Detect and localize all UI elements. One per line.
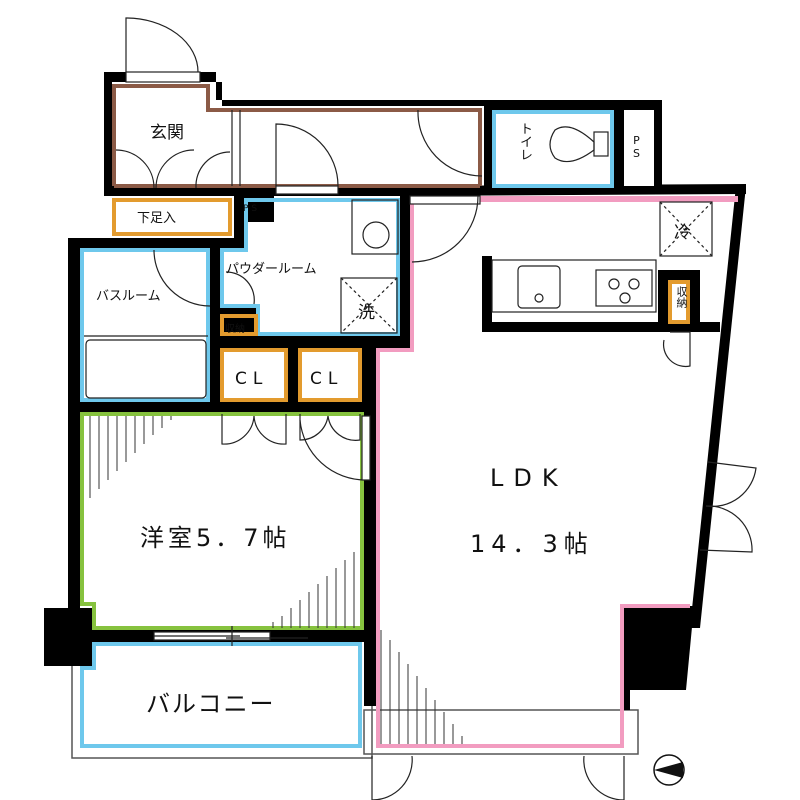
entrance-border: [112, 84, 482, 186]
storage-bath-label: 収納: [225, 324, 245, 335]
ps-box: [624, 110, 654, 186]
closet-1-label: CL: [235, 369, 269, 389]
closet-2-border: [298, 348, 362, 402]
bedroom-border: [80, 412, 364, 630]
ps-small-label: PS: [243, 204, 261, 214]
shoe-closet-border: [112, 198, 232, 236]
ps-top-label: PS: [630, 134, 643, 160]
toilet-border: [492, 110, 614, 188]
stove: [595, 269, 653, 307]
balcony-label: バルコニー: [146, 690, 276, 718]
toilet-label: トイレ: [517, 122, 532, 161]
storage-kitchen-border: [668, 280, 690, 324]
fridge-label: 冷: [674, 223, 691, 243]
toilet-fixture: [549, 126, 595, 163]
ldk-size-label: 14．3帖: [470, 530, 594, 558]
ldk-label: LDK: [490, 464, 568, 492]
bedroom-label: 洋室5．7帖: [140, 524, 291, 552]
balcony-border: [80, 642, 362, 748]
bathtub: [85, 339, 207, 399]
fridge-space: [659, 201, 713, 257]
entrance-label: 玄関: [150, 123, 184, 143]
closet-2-label: CL: [310, 369, 344, 389]
vanity: [351, 199, 399, 255]
ldk-border-main: [376, 196, 736, 748]
washer-space: [340, 277, 398, 334]
powder-room-label: パウダールーム: [226, 262, 317, 277]
closet-1-border: [220, 348, 288, 402]
storage-bath-border: [220, 314, 258, 336]
north-arrow-icon: [653, 754, 685, 786]
kitchen-sink: [517, 265, 561, 309]
fixtures: [84, 126, 713, 399]
bathroom-border: [80, 248, 210, 402]
kitchen-counter: [491, 259, 657, 313]
bathroom-label: バスルーム: [96, 289, 161, 304]
walls: [44, 72, 746, 710]
room-borders: [80, 84, 738, 748]
shoe-closet-label: 下足入: [137, 211, 177, 226]
storage-kitchen-label: 収納: [675, 286, 688, 308]
hatching: [89, 416, 463, 744]
washer-label: 洗: [358, 303, 375, 323]
